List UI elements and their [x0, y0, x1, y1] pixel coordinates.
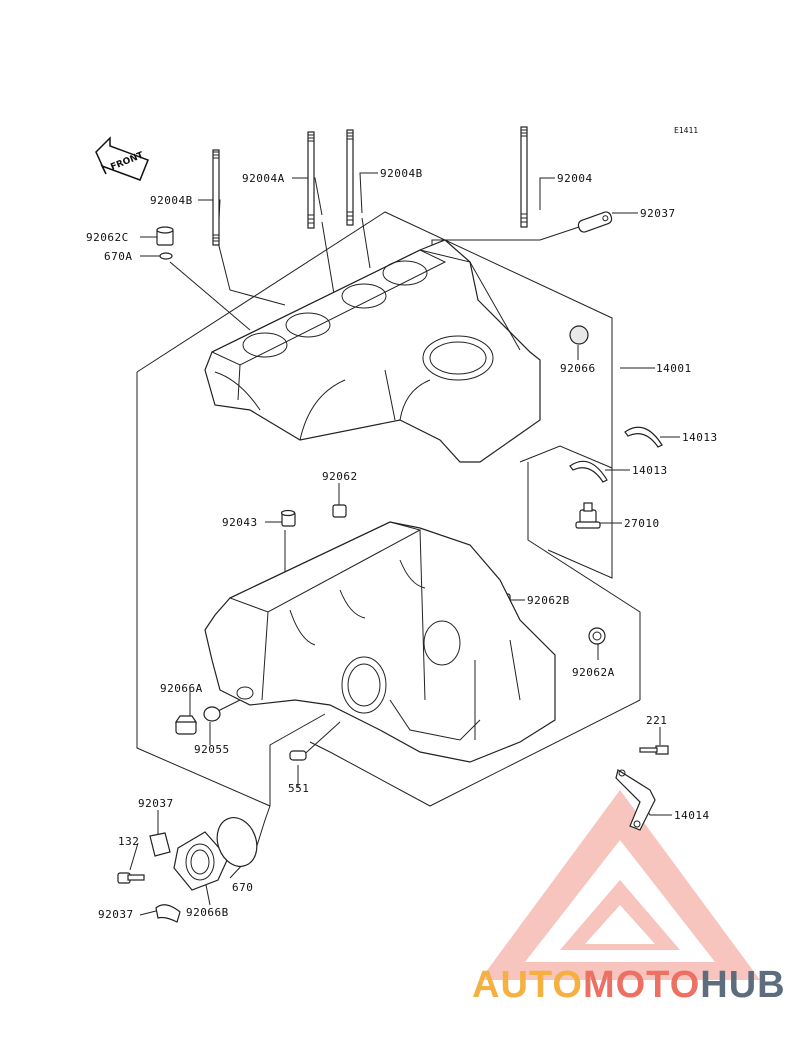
- label-14001: 14001: [656, 362, 692, 375]
- label-92037-bot: 92037: [98, 908, 134, 921]
- label-92004: 92004: [557, 172, 593, 185]
- label-670A: 670A: [104, 250, 133, 263]
- label-92062B: 92062B: [527, 594, 570, 607]
- plug-92066A-icon: [174, 715, 198, 735]
- label-92066B: 92066B: [186, 906, 229, 919]
- label-92037-top: 92037: [640, 207, 676, 220]
- label-221: 221: [646, 714, 667, 727]
- label-92043: 92043: [222, 516, 258, 529]
- switch-27010-icon: [575, 502, 601, 529]
- label-92055: 92055: [194, 743, 230, 756]
- stud-92004B-right-icon: [346, 129, 354, 226]
- bracket-92037-top-icon: [577, 211, 613, 233]
- front-arrow-icon: FRONT: [95, 136, 149, 181]
- bearing-14013-lower-icon: [569, 460, 608, 483]
- label-670: 670: [232, 881, 253, 894]
- bearing-14013-upper-icon: [624, 426, 663, 448]
- label-132: 132: [118, 835, 139, 848]
- label-92062C: 92062C: [86, 231, 129, 244]
- label-92062: 92062: [322, 470, 358, 483]
- stud-bolts: [212, 126, 528, 246]
- label-27010: 27010: [624, 517, 660, 530]
- label-92066A: 92066A: [160, 682, 203, 695]
- watermark-moto: MOTO: [583, 964, 700, 1006]
- bolt-132-icon: [117, 872, 145, 884]
- label-551: 551: [288, 782, 309, 795]
- label-14013-lower: 14013: [632, 464, 668, 477]
- label-14014: 14014: [674, 809, 710, 822]
- watermark-text: AUTOMOTOHUB: [472, 964, 786, 1006]
- stud-92004A-icon: [307, 131, 315, 229]
- label-92004B-left: 92004B: [150, 194, 193, 207]
- dowel-92043-icon: [280, 509, 296, 527]
- bolt-221-icon: [639, 745, 669, 755]
- stud-92004B-left-icon: [212, 149, 220, 246]
- label-92066: 92066: [560, 362, 596, 375]
- dowel-92062C-icon: [156, 226, 174, 246]
- gasket-92055-icon: [203, 706, 221, 722]
- ball-92066-icon: [569, 325, 589, 345]
- diagram-code: E1411: [674, 126, 698, 135]
- clamp-92037-bot-icon: [155, 904, 181, 923]
- watermark-hub: HUB: [700, 964, 785, 1006]
- label-92062A: 92062A: [572, 666, 615, 679]
- label-92004B-right: 92004B: [380, 167, 423, 180]
- watermark-logo-icon: [480, 790, 760, 980]
- lower-crankcase-icon: [204, 521, 556, 763]
- oring-670-icon: [216, 817, 258, 867]
- clamp-92037-mid-icon: [149, 832, 171, 857]
- oring-670A-icon: [159, 252, 173, 260]
- stud-92004-icon: [520, 126, 528, 228]
- label-92004A: 92004A: [242, 172, 285, 185]
- label-92037-mid: 92037: [138, 797, 174, 810]
- group-outline-upper-case: [136, 211, 641, 807]
- dowel-92062-icon: [332, 504, 347, 518]
- small-parts: [117, 211, 669, 923]
- svg-text:AUTOMOTOHUB: AUTOMOTOHUB: [472, 964, 786, 1006]
- cover-92066B-icon: [173, 831, 229, 891]
- pin-551-icon: [289, 750, 307, 761]
- plug-92062A-icon: [588, 627, 606, 645]
- bracket-14014-icon: [615, 769, 656, 831]
- watermark-auto: AUTO: [472, 964, 583, 1006]
- upper-crankcase-icon: [204, 239, 541, 463]
- label-14013-upper: 14013: [682, 431, 718, 444]
